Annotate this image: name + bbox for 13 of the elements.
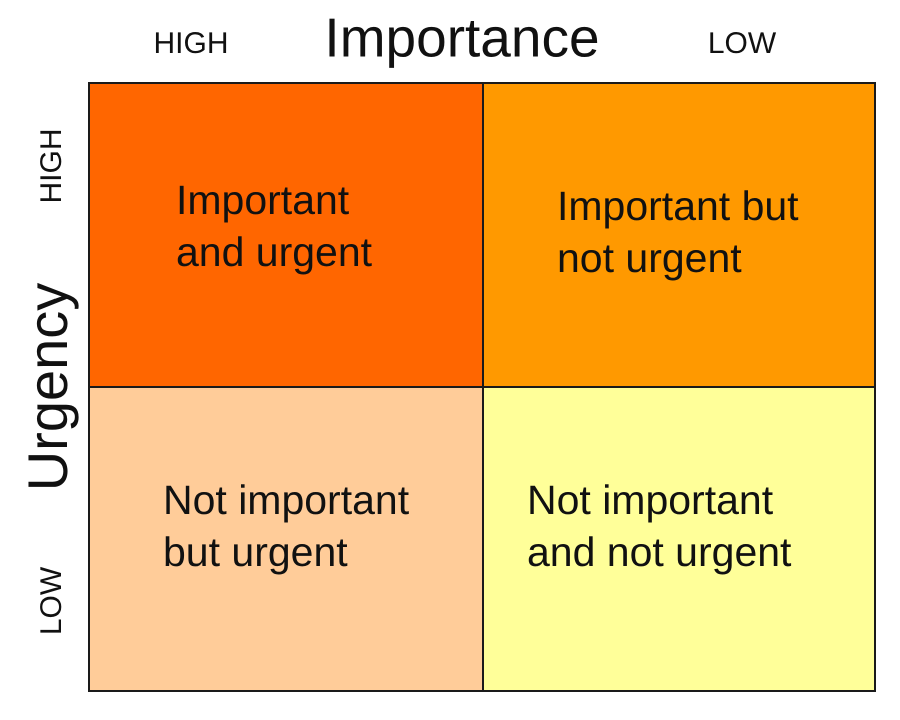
quadrant-label: Not important and not urgent xyxy=(527,476,792,577)
axis-title: Importance xyxy=(324,10,600,66)
quadrant-label: Important and urgent xyxy=(176,176,374,277)
axis-level-label: LOW xyxy=(37,566,67,636)
quadrant xyxy=(88,82,484,388)
quadrant-label: Important but not urgent xyxy=(557,182,800,283)
quadrant xyxy=(482,386,876,692)
axis-level-label: LOW xyxy=(708,29,776,59)
axis-level-label: HIGH xyxy=(154,29,228,59)
quadrant xyxy=(482,82,876,388)
quadrant xyxy=(88,386,484,692)
quadrant-label: Not important but urgent xyxy=(163,476,410,577)
axis-level-label: HIGH xyxy=(37,128,67,204)
